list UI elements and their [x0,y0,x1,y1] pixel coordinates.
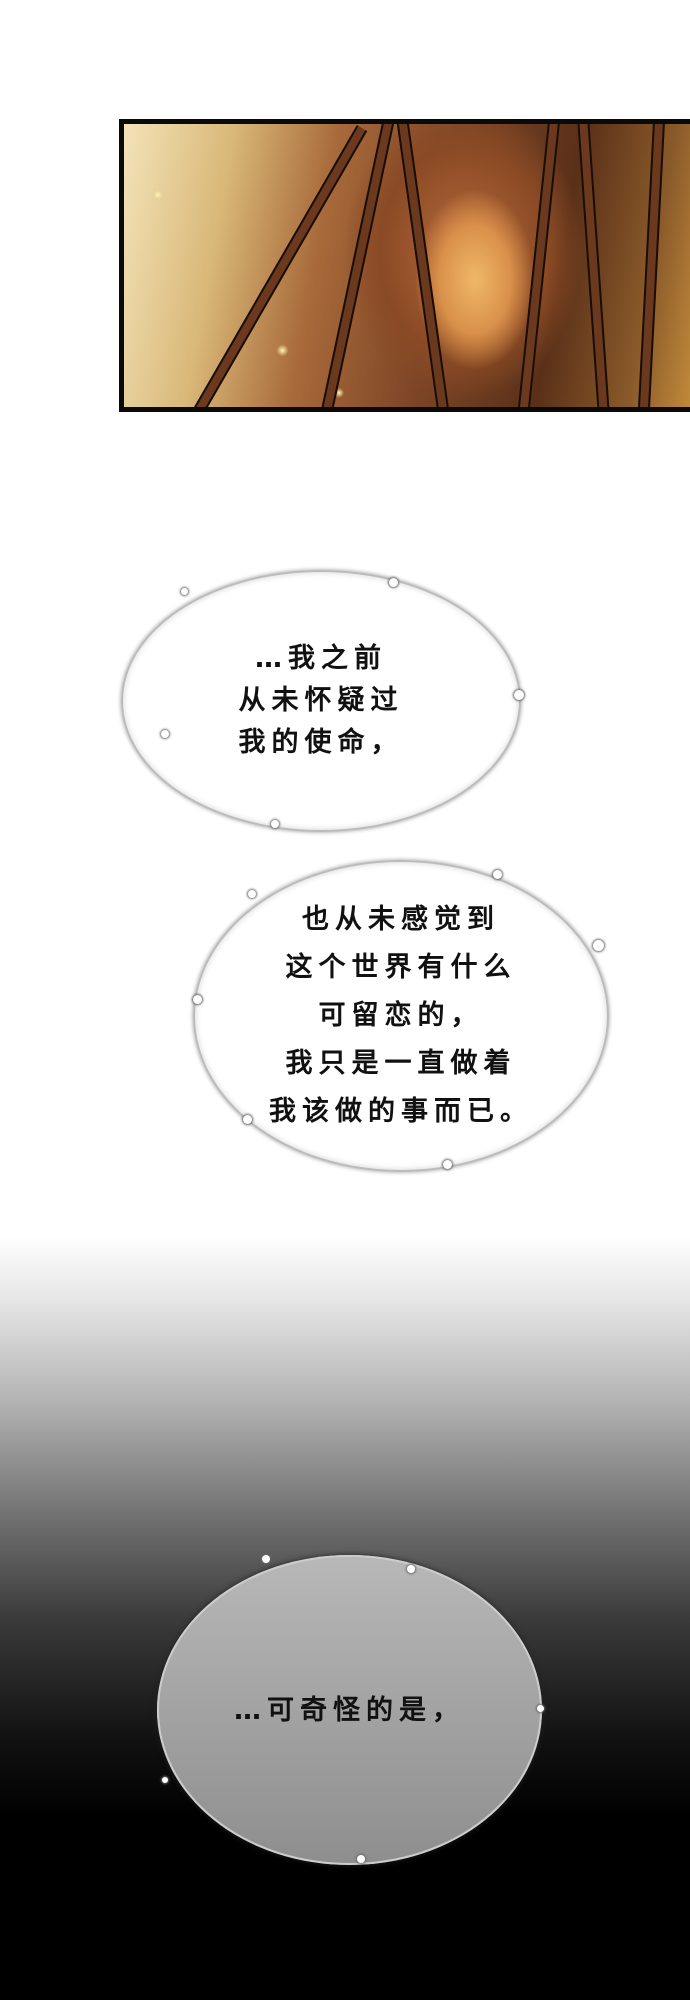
hair-strand [635,124,666,407]
droplet [162,1777,168,1783]
bubble-text-line: 我该做的事而已。 [269,1096,533,1127]
bubble-text-line: 从未怀疑过 [238,685,404,716]
droplet [357,1855,365,1863]
droplet [493,870,502,879]
bubble-text-line: …可奇怪的是， [234,1694,465,1726]
hair-strand [576,124,612,407]
speech-bubble-1: …我之前 从未怀疑过 我的使命， [121,570,524,832]
comic-panel [119,119,690,412]
speech-bubble-3: …可奇怪的是， [157,1555,544,1865]
droplet [181,588,188,595]
droplet [243,1115,252,1124]
droplet [537,1705,544,1712]
bubble-text-line: 我只是一直做着 [285,1048,517,1079]
droplet [443,1160,452,1169]
bubble-text-line: 也从未感觉到 [302,904,500,935]
droplet [262,1555,270,1563]
speech-bubble-2: 也从未感觉到 这个世界有什么 可留恋的， 我只是一直做着 我该做的事而已。 [193,860,609,1172]
bubble-text-line: 我的使命， [238,727,404,758]
bubble-text-line: 可留恋的， [318,1000,484,1031]
droplet [161,730,169,738]
droplet [248,890,256,898]
droplet [193,995,202,1004]
droplet [407,1565,415,1573]
bubble-text-line: …我之前 [255,643,387,674]
hair-strand [315,124,398,407]
droplet [514,690,524,700]
droplet [389,578,398,587]
hair-strand [394,124,454,407]
hair-strand [513,124,562,407]
bubble-text-line: 这个世界有什么 [285,952,517,983]
droplet [271,820,279,828]
droplet [593,940,604,951]
